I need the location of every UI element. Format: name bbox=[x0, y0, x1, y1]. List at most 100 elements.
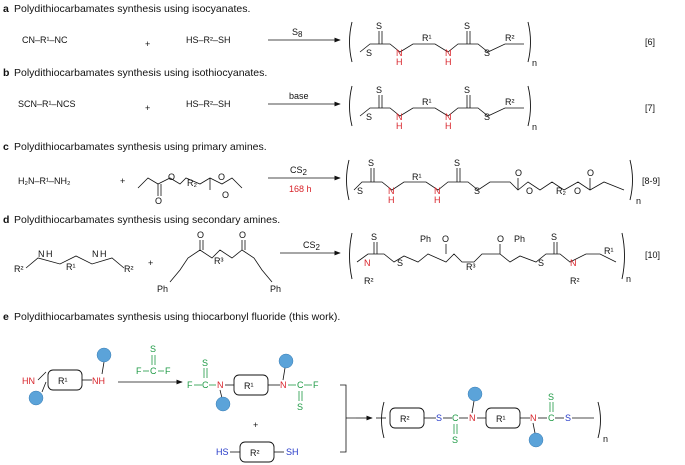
svg-text:N: N bbox=[445, 112, 452, 122]
svg-text:S: S bbox=[376, 21, 382, 31]
svg-text:S: S bbox=[150, 344, 156, 354]
diamine-reactant: R¹ HN NH bbox=[22, 347, 112, 406]
svg-text:R¹: R¹ bbox=[422, 33, 432, 43]
svg-text:O: O bbox=[442, 234, 449, 244]
svg-text:S: S bbox=[366, 112, 372, 122]
section-d-letter: d bbox=[3, 214, 9, 226]
svg-text:S: S bbox=[551, 232, 557, 242]
svg-text:Ph: Ph bbox=[157, 284, 168, 294]
reagent-base: base bbox=[289, 91, 309, 101]
svg-text:Ph: Ph bbox=[270, 284, 281, 294]
svg-text:R¹: R¹ bbox=[58, 376, 68, 386]
svg-text:R₂: R₂ bbox=[556, 186, 566, 196]
bis-thiocarbamoyl-fluoride-intermediate: F C S N R¹ N C S F bbox=[187, 353, 319, 412]
reaction-time-note: 168 h bbox=[289, 184, 312, 194]
svg-text:H: H bbox=[388, 195, 395, 205]
section-c-title: Polydithiocarbamates synthesis using pri… bbox=[14, 141, 267, 153]
svg-text:n: n bbox=[532, 122, 537, 132]
dithiol-reactant: HS R² SH bbox=[216, 441, 299, 463]
reagent-cs2: CS2 bbox=[290, 165, 308, 177]
svg-text:Ph: Ph bbox=[514, 234, 525, 244]
svg-text:N: N bbox=[38, 249, 45, 259]
svg-text:n: n bbox=[626, 274, 631, 284]
svg-text:S: S bbox=[565, 413, 571, 423]
section-d-title: Polydithiocarbamates synthesis using sec… bbox=[14, 214, 280, 226]
svg-text:O: O bbox=[218, 172, 225, 182]
svg-text:R¹: R¹ bbox=[422, 97, 432, 107]
substituent-sphere bbox=[467, 386, 483, 402]
svg-text:+: + bbox=[145, 103, 150, 113]
svg-text:S: S bbox=[436, 413, 442, 423]
svg-text:N: N bbox=[217, 380, 224, 390]
svg-text:R¹: R¹ bbox=[412, 172, 422, 182]
section-b-reactant-1: SCN–R¹–NCS bbox=[18, 99, 76, 109]
svg-text:R²: R² bbox=[364, 276, 374, 286]
svg-text:N: N bbox=[92, 249, 99, 259]
svg-text:S: S bbox=[474, 186, 480, 196]
svg-text:C: C bbox=[452, 413, 459, 423]
section-e-letter: e bbox=[3, 311, 9, 323]
substituent-sphere bbox=[96, 347, 112, 363]
svg-text:S: S bbox=[452, 435, 458, 445]
svg-text:R²: R² bbox=[14, 264, 24, 274]
svg-text:N: N bbox=[434, 186, 441, 196]
svg-text:R²: R² bbox=[400, 414, 410, 424]
section-a-reference: [6] bbox=[645, 37, 655, 47]
section-a-reactant-2: HS–R²–SH bbox=[186, 35, 231, 45]
svg-text:C: C bbox=[202, 380, 209, 390]
svg-text:O: O bbox=[197, 230, 204, 240]
svg-text:S: S bbox=[484, 48, 490, 58]
combining-bracket bbox=[340, 384, 356, 453]
svg-text:O: O bbox=[515, 168, 522, 178]
section-a: a Polydithiocarbamates synthesis using i… bbox=[3, 3, 655, 68]
svg-text:n: n bbox=[532, 58, 537, 68]
svg-text:n: n bbox=[636, 196, 641, 206]
section-c-reference: [8-9] bbox=[642, 176, 660, 186]
svg-text:+: + bbox=[120, 176, 125, 186]
svg-text:F: F bbox=[136, 366, 142, 376]
svg-text:+: + bbox=[253, 420, 258, 430]
svg-text:S: S bbox=[538, 258, 544, 268]
svg-text:H: H bbox=[434, 195, 441, 205]
section-e-title: Polydithiocarbamates synthesis using thi… bbox=[14, 311, 340, 323]
svg-text:F: F bbox=[313, 380, 319, 390]
svg-text:Ph: Ph bbox=[420, 234, 431, 244]
section-a-letter: a bbox=[3, 3, 9, 15]
svg-text:R²: R² bbox=[124, 264, 134, 274]
thiocarbonyl-fluoride-reagent: S F C F bbox=[136, 344, 171, 376]
svg-text:N: N bbox=[388, 186, 395, 196]
svg-text:C: C bbox=[548, 413, 555, 423]
svg-text:N: N bbox=[280, 380, 287, 390]
svg-text:HS: HS bbox=[216, 447, 229, 457]
svg-text:+: + bbox=[148, 258, 153, 268]
secondary-diamine-reactant bbox=[25, 255, 125, 269]
svg-text:n: n bbox=[603, 434, 608, 444]
section-b-reactant-2: HS–R²–SH bbox=[186, 99, 231, 109]
svg-text:O: O bbox=[222, 190, 229, 200]
svg-text:F: F bbox=[187, 380, 193, 390]
section-a-reactant-1: CN–R¹–NC bbox=[22, 35, 68, 45]
svg-text:S: S bbox=[464, 21, 470, 31]
svg-text:S: S bbox=[371, 232, 377, 242]
polymer-backbone bbox=[359, 43, 524, 53]
svg-text:O: O bbox=[574, 186, 581, 196]
svg-text:R₂: R₂ bbox=[187, 178, 197, 188]
svg-text:H: H bbox=[100, 249, 107, 259]
svg-text:H: H bbox=[445, 57, 452, 67]
section-c: c Polydithiocarbamates synthesis using p… bbox=[3, 141, 660, 206]
svg-text:S: S bbox=[548, 392, 554, 402]
section-c-letter: c bbox=[3, 141, 9, 153]
svg-text:S: S bbox=[454, 158, 460, 168]
svg-text:S: S bbox=[484, 112, 490, 122]
substituent-sphere bbox=[215, 396, 231, 412]
svg-text:R³: R³ bbox=[466, 262, 476, 272]
svg-text:R²: R² bbox=[250, 448, 260, 458]
polymer-product: R² S C S N R¹ N C S S n bbox=[376, 386, 608, 448]
svg-text:N: N bbox=[396, 48, 403, 58]
section-b-reference: [7] bbox=[645, 103, 655, 113]
substituent-sphere bbox=[28, 390, 44, 406]
svg-text:S: S bbox=[376, 85, 382, 95]
svg-text:R²: R² bbox=[505, 33, 515, 43]
section-d-reference: [10] bbox=[645, 250, 660, 260]
